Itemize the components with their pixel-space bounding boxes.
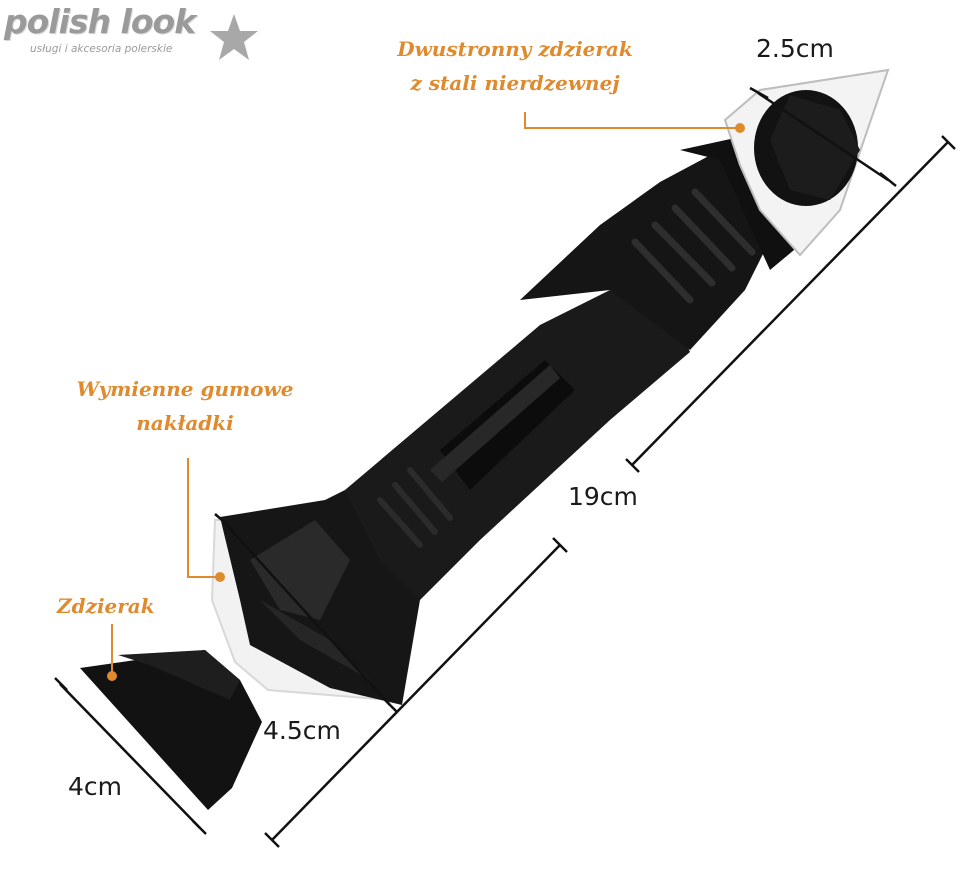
callout-rubber-tips-line1: Wymienne gumowe	[76, 377, 294, 401]
callout-scraper-top: Dwustronny zdzierak z stali nierdzewnej	[370, 32, 660, 100]
callout-dot-bottom	[107, 671, 117, 681]
callout-dot-middle	[215, 572, 225, 582]
handle-collar	[680, 138, 800, 270]
callout-dot-top	[735, 123, 745, 133]
callout-scraper-bottom: Zdzierak	[57, 594, 155, 618]
dimension-length: 19cm	[568, 482, 638, 511]
dimension-tip-width: 4.5cm	[263, 716, 341, 745]
handle-grip	[520, 150, 780, 350]
dimension-top-width: 2.5cm	[756, 34, 834, 63]
callout-scraper-top-line2: z stali nierdzewnej	[410, 71, 620, 95]
callout-rubber-tips: Wymienne gumowe nakładki	[50, 372, 320, 440]
dimension-blade-width: 4cm	[68, 772, 123, 801]
callout-scraper-top-line1: Dwustronny zdzierak	[397, 37, 633, 61]
tool-handle	[345, 290, 690, 600]
callout-rubber-tips-line2: nakładki	[136, 411, 234, 435]
star-icon	[210, 14, 258, 60]
brand-logo: polish look usługi i akcesoria polerskie	[0, 0, 270, 70]
logo-subtitle: usługi i akcesoria polerskie	[30, 43, 173, 55]
logo-title: polish look	[4, 2, 196, 41]
